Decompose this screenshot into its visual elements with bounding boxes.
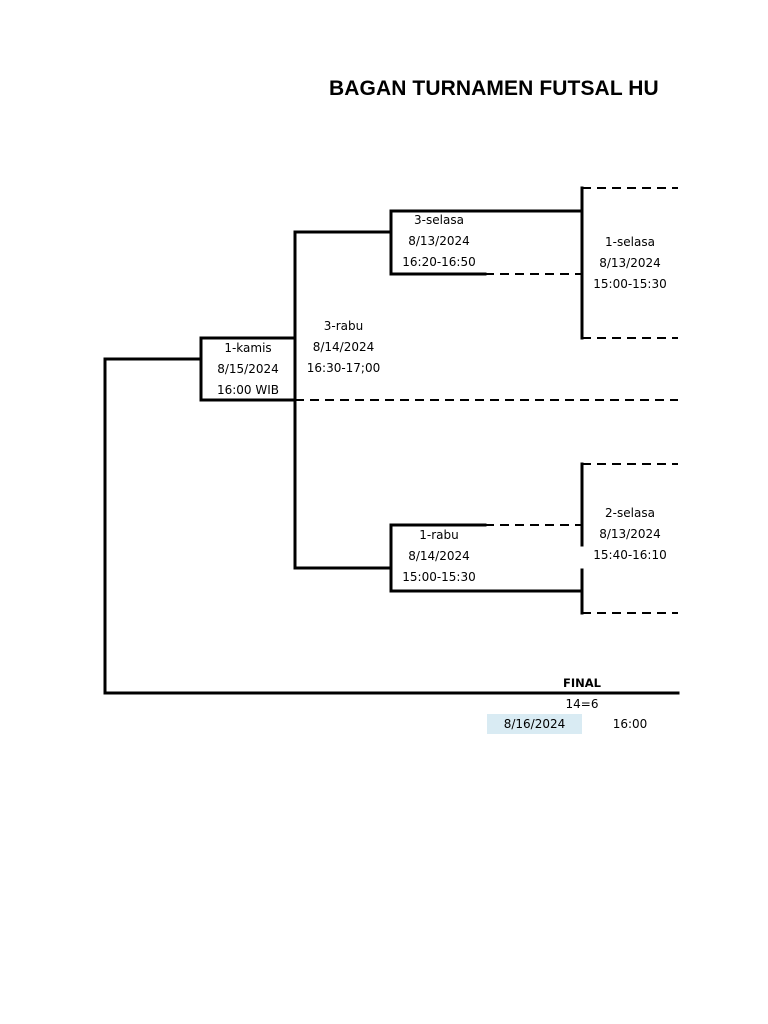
match-time: 16:20-16:50 [402, 255, 476, 269]
final-date-highlight [487, 714, 582, 734]
match-rabu-3: 3-rabu 8/14/2024 16:30-17;00 [296, 316, 391, 379]
match-date: 8/14/2024 [408, 549, 470, 563]
page-title: BAGAN TURNAMEN FUTSAL HU [329, 77, 659, 100]
match-date: 8/14/2024 [312, 340, 375, 354]
match-date: 8/13/2024 [599, 527, 661, 541]
match-time: 15:40-16:10 [593, 548, 667, 562]
match-selasa-2: 2-selasa 8/13/2024 15:40-16:10 [583, 503, 677, 566]
match-kamis-1: 1-kamis 8/15/2024 16:00 WIB [202, 338, 294, 401]
final-score: 14=6 [565, 697, 599, 711]
final-time: 16:00 [612, 717, 648, 731]
match-date: 8/15/2024 [217, 362, 279, 376]
match-time: 16:30-17;00 [306, 361, 381, 375]
match-selasa-3: 3-selasa 8/13/2024 16:20-16:50 [392, 210, 486, 273]
match-time: 15:00-15:30 [402, 570, 476, 584]
bracket-line-rabu-connector [293, 230, 392, 570]
final-label: FINAL [563, 676, 601, 690]
final-date: 8/16/2024 [503, 717, 566, 731]
match-date: 8/13/2024 [408, 234, 470, 248]
bracket-line-selasa-3 [389, 209, 584, 276]
match-rabu-1: 1-rabu 8/14/2024 15:00-15:30 [392, 525, 486, 588]
match-name: 1-rabu [419, 528, 459, 542]
bracket-line-rabu-1 [389, 523, 584, 593]
match-name: 3-rabu [323, 319, 364, 333]
match-selasa-1: 1-selasa 8/13/2024 15:00-15:30 [583, 232, 677, 295]
bracket-line-final-left [103, 357, 680, 695]
title-container: BAGAN TURNAMEN FUTSAL HU [329, 76, 678, 106]
match-date: 8/13/2024 [599, 256, 661, 270]
match-name: 1-selasa [605, 235, 655, 249]
match-time: 15:00-15:30 [593, 277, 667, 291]
match-name: 1-kamis [224, 341, 272, 355]
match-time: 16:00 WIB [216, 383, 280, 397]
bracket-line-kamis-1 [199, 336, 297, 402]
match-name: 3-selasa [414, 213, 464, 227]
match-name: 2-selasa [605, 506, 655, 520]
